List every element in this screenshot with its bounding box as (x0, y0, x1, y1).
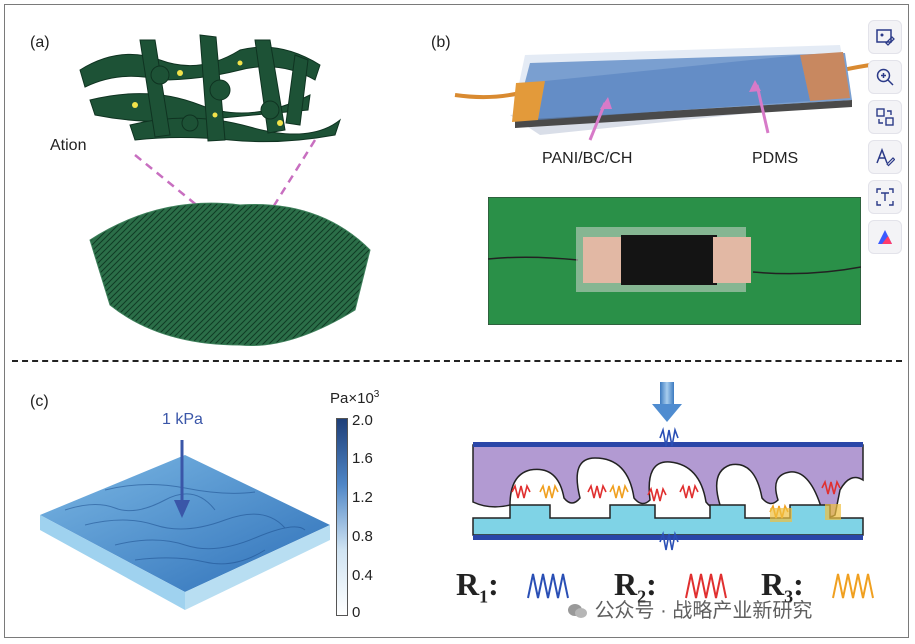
colorbar-tick: 1.2 (352, 489, 373, 506)
resistor-legend: R1: R2: R3: (456, 560, 876, 610)
text-edit-button[interactable] (868, 140, 902, 174)
colorbar (336, 418, 348, 616)
panel-b-device-schematic (454, 45, 870, 141)
r3-label: R3: (761, 566, 804, 607)
r2-label: R2: (614, 566, 657, 607)
ai-assistant-button[interactable] (868, 220, 902, 254)
ai-assistant-icon (878, 230, 892, 244)
watermark: 公众号 · 战略产业新研究 (567, 594, 812, 623)
panel-c-label: (c) (30, 393, 49, 410)
r1-label: R1: (456, 566, 499, 607)
colorbar-tick: 0 (352, 604, 361, 621)
panel-a-label: (a) (30, 34, 50, 51)
text-edit-icon (876, 147, 895, 167)
section-divider (12, 360, 902, 362)
text-extract-icon (876, 188, 894, 206)
r3-spring-icon (832, 573, 874, 599)
pani-bc-ch-callout: PANI/BC/CH (542, 150, 633, 167)
wechat-icon (567, 602, 589, 620)
device-photo (488, 197, 861, 325)
text-extract-button[interactable] (868, 180, 902, 214)
hydrogel-block (89, 202, 371, 347)
swap-icon (876, 108, 894, 126)
image-edit-button[interactable] (868, 20, 902, 54)
pdms-callout: PDMS (752, 150, 799, 167)
colorbar-tick: 2.0 (352, 412, 373, 429)
fiber-network-zoom (79, 34, 342, 143)
colorbar-tick: 0.4 (352, 567, 373, 584)
r2-spring-icon (685, 573, 727, 599)
image-edit-icon (876, 29, 895, 46)
panel-c-surface-simulation (40, 440, 330, 610)
colorbar-tick: 0.8 (352, 528, 373, 545)
zoom-in-icon (876, 68, 894, 86)
pressure-label: 1 kPa (162, 411, 203, 428)
colorbar-title: Pa×103 (330, 389, 380, 407)
r1-spring-icon (527, 573, 569, 599)
side-toolbar (868, 20, 906, 260)
panel-a-illustration (79, 34, 371, 347)
panel-c-interface-schematic (472, 382, 864, 551)
panel-b-label: (b) (431, 34, 451, 51)
swap-button[interactable] (868, 100, 902, 134)
zoom-in-button[interactable] (868, 60, 902, 94)
ation-callout: Ation (50, 137, 87, 154)
colorbar-tick: 1.6 (352, 450, 373, 467)
figure-frame (4, 4, 909, 638)
